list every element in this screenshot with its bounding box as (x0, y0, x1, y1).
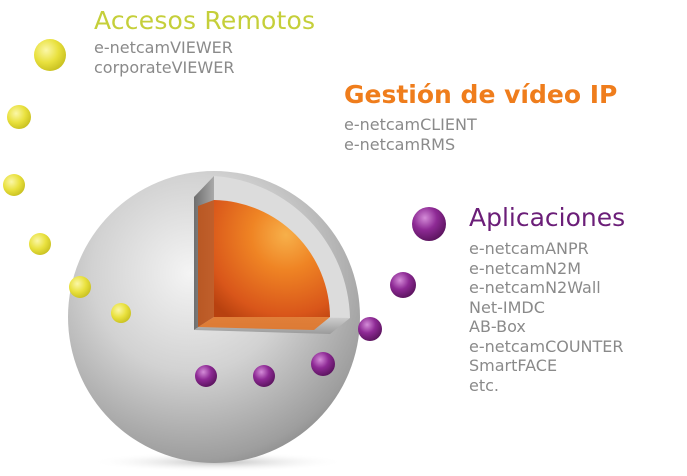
gestion-video-title: Gestión de vídeo IP (344, 80, 618, 109)
orange-core (214, 200, 330, 317)
yellow-dot-icon (34, 39, 66, 71)
list-item: e-netcamANPR (469, 239, 589, 258)
list-item: e-netcamN2M (469, 258, 582, 278)
yellow-dot-icon (3, 174, 25, 196)
list-item: e-netcamVIEWER (94, 38, 233, 57)
list-item: e-netcamCLIENT (344, 115, 477, 134)
purple-dot-icons (195, 207, 446, 387)
accesos-remotos-list: e-netcamVIEWER corporateVIEWER (94, 38, 234, 77)
yellow-dot-icon (29, 233, 51, 255)
list-item: Net-IMDC (469, 297, 545, 317)
yellow-dot-icon (69, 276, 91, 298)
list-item: AB-Box (469, 317, 526, 336)
list-item: corporateVIEWER (94, 57, 235, 77)
list-item: etc. (469, 375, 499, 395)
accesos-remotos-title: Accesos Remotos (94, 6, 316, 35)
gestion-video-list: e-netcamCLIENT e-netcamRMS (344, 115, 477, 154)
purple-dot-icon (195, 365, 217, 387)
purple-dot-icon (358, 317, 382, 341)
list-item: SmartFACE (469, 356, 558, 375)
list-item: e-netcamCOUNTER (469, 336, 624, 356)
yellow-dot-icons (3, 39, 131, 323)
core-bottom-face (198, 317, 330, 330)
list-item: e-netcamN2Wall (469, 278, 601, 297)
purple-dot-icon (311, 352, 335, 376)
list-item: e-netcamRMS (344, 134, 456, 154)
aplicaciones-list: e-netcamANPR e-netcamN2M e-netcamN2Wall … (469, 239, 624, 395)
purple-dot-icon (253, 365, 275, 387)
purple-dot-icon (390, 272, 416, 298)
aplicaciones-title: Aplicaciones (469, 203, 626, 232)
yellow-dot-icon (7, 105, 31, 129)
core-left-face (198, 200, 214, 327)
purple-dot-icon (412, 207, 446, 241)
yellow-dot-icon (111, 303, 131, 323)
